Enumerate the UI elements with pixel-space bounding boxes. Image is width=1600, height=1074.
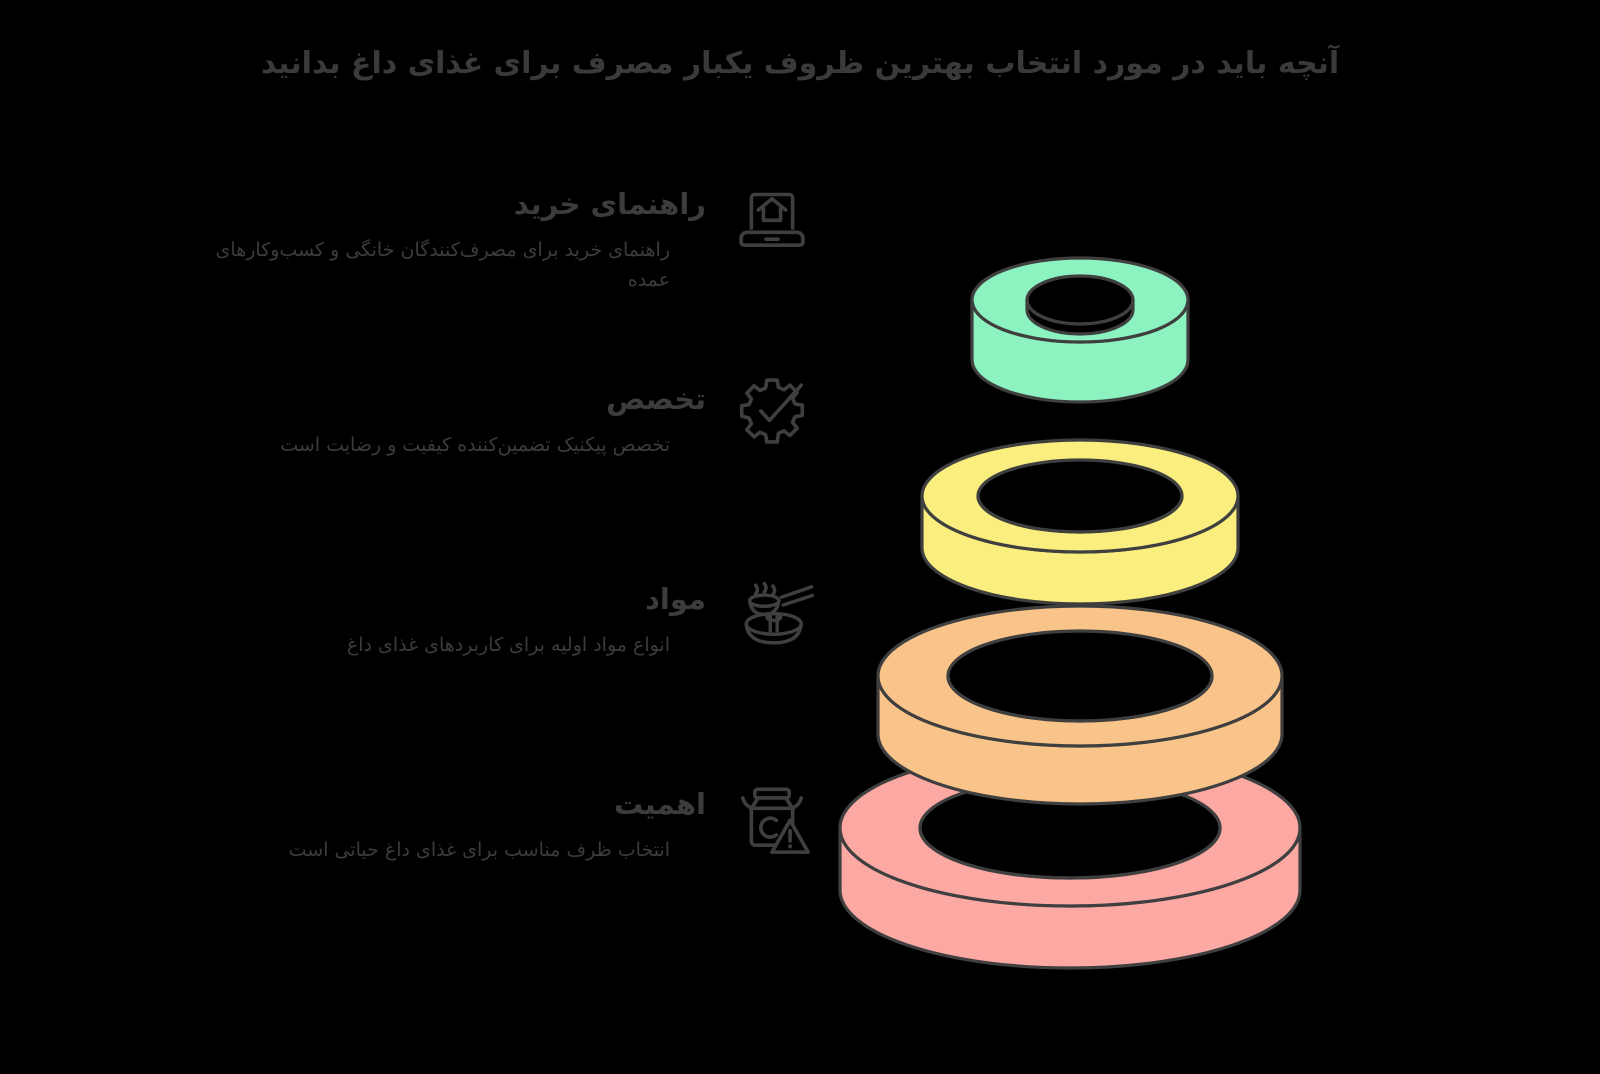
ring-mint <box>970 256 1190 404</box>
list-item-text: راهنمای خرید راهنمای خرید برای مصرف‌کنند… <box>200 168 706 295</box>
laptop-home-icon <box>724 168 820 264</box>
list-item-text: مواد انواع مواد اولیه برای کاربردهای غذا… <box>200 563 706 661</box>
list-item: راهنمای خرید راهنمای خرید برای مصرف‌کنند… <box>200 168 820 295</box>
list-item: اهمیت انتخاب ظرف مناسب برای غذای داغ حیا… <box>200 768 820 866</box>
list-item-heading: راهنمای خرید <box>513 187 706 221</box>
container-warning-icon <box>724 768 820 864</box>
list-item-heading: تخصص <box>606 382 706 416</box>
gear-check-icon <box>724 363 820 459</box>
ring-yellow <box>920 438 1240 606</box>
ring-stack-illustration <box>820 168 1340 988</box>
page-title: آنچه باید در مورد انتخاب بهترین ظروف یکب… <box>260 46 1340 81</box>
list-item-description: انتخاب ظرف مناسب برای غذای داغ حیاتی است <box>288 839 670 862</box>
list-item-description: راهنمای خرید برای مصرف‌کنندگان خانگی و ک… <box>215 239 670 291</box>
list-item-heading: اهمیت <box>613 787 706 821</box>
list-item: مواد انواع مواد اولیه برای کاربردهای غذا… <box>200 563 820 661</box>
list-item-description: تخصص پیکنیک تضمین‌کننده کیفیت و رضایت اس… <box>280 434 670 457</box>
list-item-description: انواع مواد اولیه برای کاربردهای غذای داغ <box>346 634 670 657</box>
list-item-text: اهمیت انتخاب ظرف مناسب برای غذای داغ حیا… <box>200 768 706 866</box>
list-item-text: تخصص تخصص پیکنیک تضمین‌کننده کیفیت و رضا… <box>200 363 706 461</box>
food-bowls-chopsticks-icon <box>724 563 820 659</box>
list-item: تخصص تخصص پیکنیک تضمین‌کننده کیفیت و رضا… <box>200 363 820 461</box>
ring-orange <box>876 604 1284 806</box>
list-item-heading: مواد <box>645 582 706 616</box>
